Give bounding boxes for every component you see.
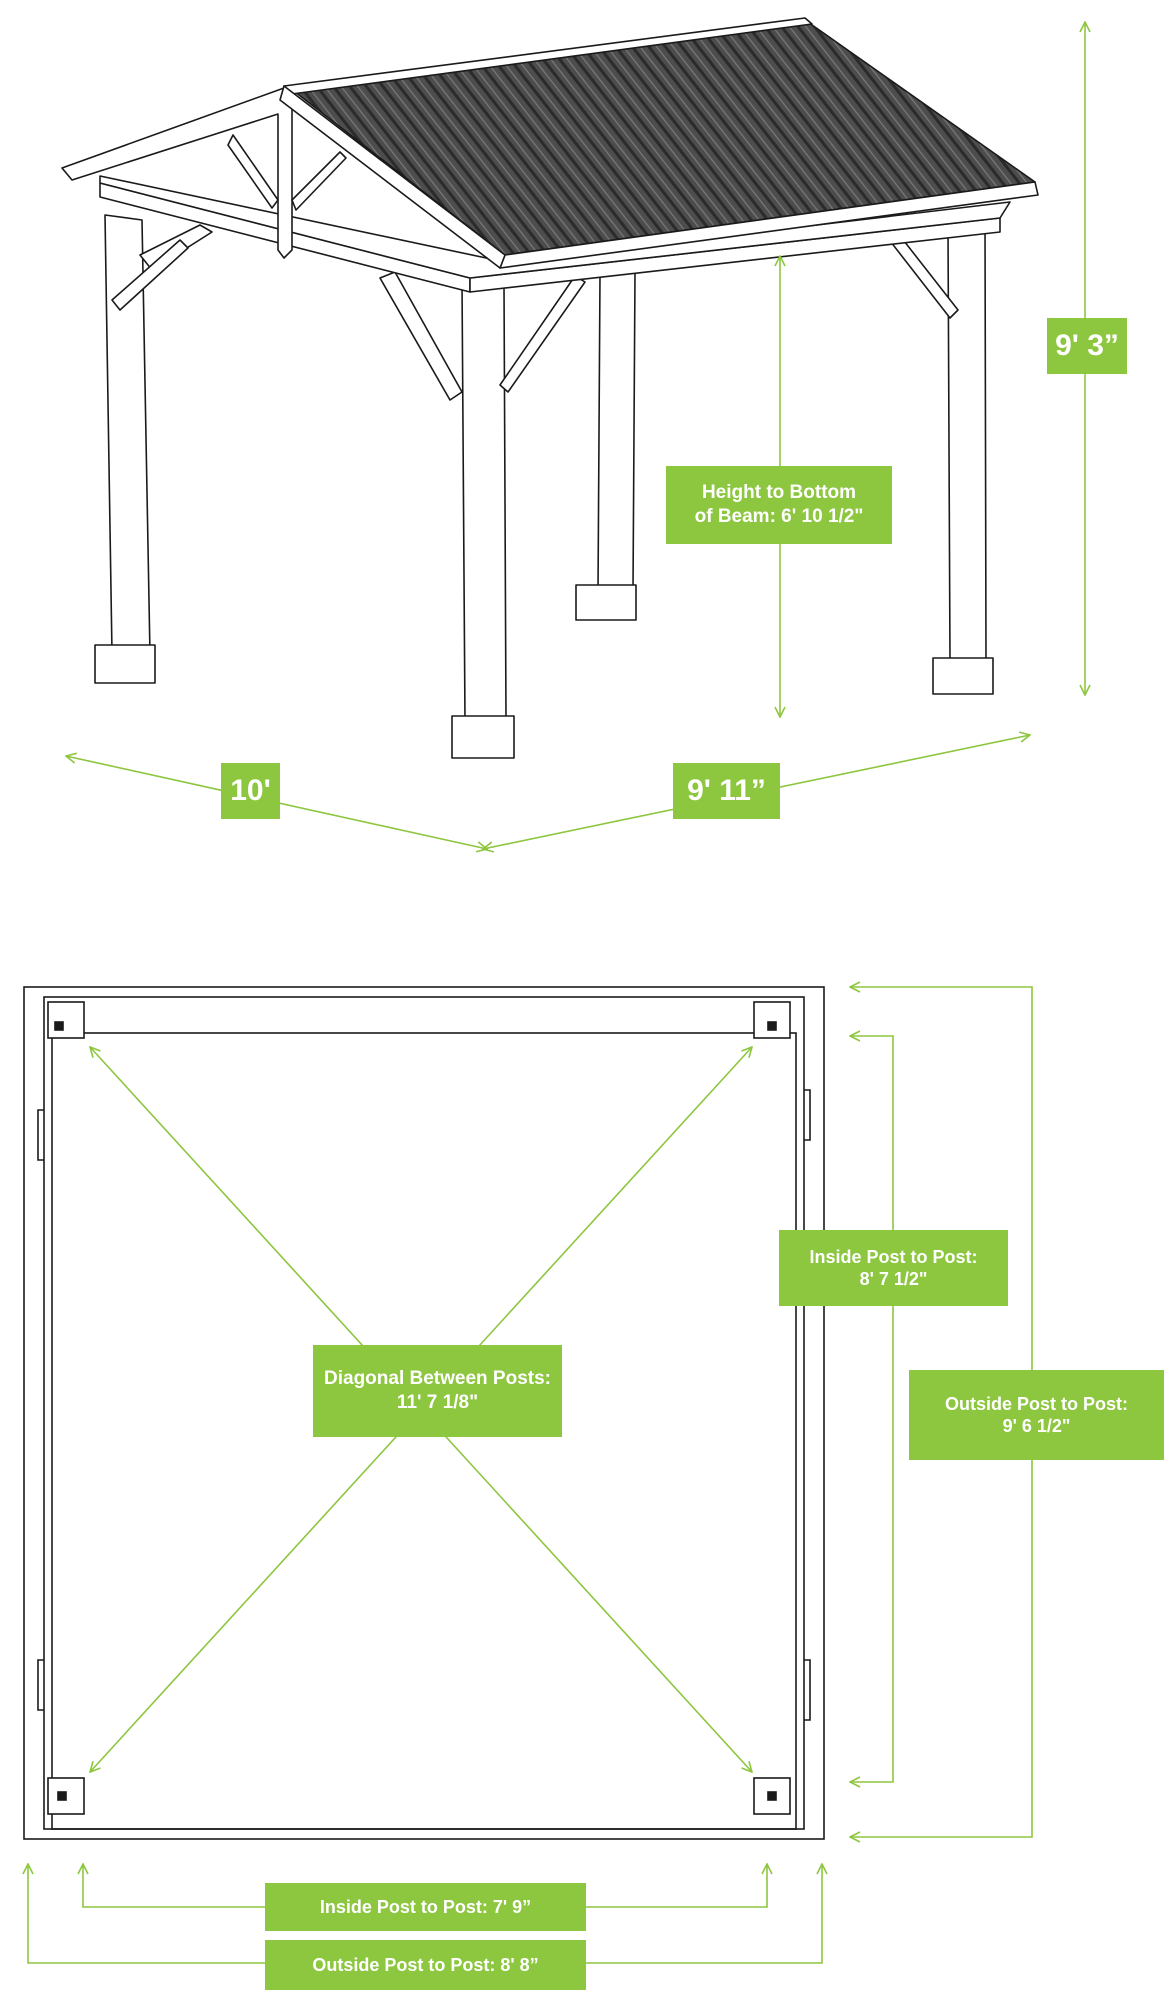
depth-value: 9' 11” (687, 774, 766, 808)
gazebo-plan-drawing (23, 986, 825, 1840)
depth-label: 9' 11” (673, 763, 780, 819)
diagonal-label: Diagonal Between Posts: 11' 7 1/8" (313, 1345, 562, 1437)
outside-horizontal-value: Outside Post to Post: 8' 8” (312, 1954, 539, 1975)
plan-inner-frame-2 (51, 1032, 797, 1830)
inside-horizontal-label: Inside Post to Post: 7' 9” (265, 1883, 586, 1931)
side-bracket (37, 1089, 811, 1721)
width-value: 10' (230, 774, 271, 808)
inside-vertical-line2: 8' 7 1/2" (859, 1269, 928, 1289)
overall-height-value: 9' 3” (1055, 329, 1119, 363)
beam-height-line1: Height to Bottom (701, 482, 857, 504)
overall-height-label: 9' 3” (1047, 318, 1127, 374)
brace (379, 271, 463, 401)
front-left-post (451, 281, 515, 759)
roof-rake (279, 85, 506, 269)
truss-brace (227, 134, 279, 209)
inside-vertical-bracket (852, 1035, 894, 1783)
outside-horizontal-label: Outside Post to Post: 8' 8” (265, 1940, 586, 1990)
outside-vertical-line1: Outside Post to Post: (944, 1393, 1128, 1414)
plan-outer-frame (23, 986, 825, 1840)
brace (499, 275, 586, 393)
diagonal-line1: Diagonal Between Posts: (324, 1368, 551, 1390)
inside-vertical-line1: Inside Post to Post: (809, 1246, 978, 1267)
gazebo-perspective-drawing (61, 17, 1039, 759)
outside-vertical-label: Outside Post to Post: 9' 6 1/2" (909, 1370, 1164, 1460)
rear-left-post (94, 214, 156, 684)
post-top-left (47, 1001, 85, 1039)
width-label: 10' (221, 763, 280, 819)
post-top-right (753, 1001, 791, 1039)
beam-height-line2: of Beam: 6' 10 1/2" (694, 506, 864, 527)
post-bottom-right (753, 1777, 791, 1815)
rear-right-post (575, 271, 637, 621)
truss-brace (291, 151, 347, 211)
beam-height-label: Height to Bottom of Beam: 6' 10 1/2" (666, 466, 892, 544)
diagonal-line2: 11' 7 1/8" (396, 1392, 479, 1413)
plan-dimension-lines (28, 987, 1033, 1964)
front-right-post (932, 221, 994, 695)
inside-vertical-label: Inside Post to Post: 8' 7 1/2" (779, 1230, 1008, 1306)
brace (111, 239, 189, 311)
inside-horizontal-value: Inside Post to Post: 7' 9” (319, 1896, 532, 1917)
outside-vertical-line2: 9' 6 1/2" (1002, 1416, 1071, 1436)
